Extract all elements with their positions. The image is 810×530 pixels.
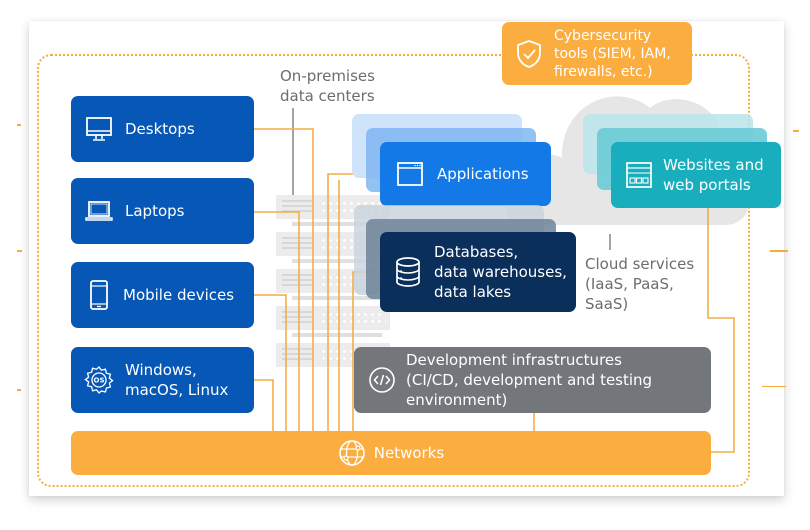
development-infrastructure-box[interactable]: Development infrastructures (CI/CD, deve… bbox=[354, 347, 711, 413]
endpoint-label: Laptops bbox=[125, 202, 185, 220]
databases-box[interactable]: Databases, data warehouses, data lakes bbox=[380, 232, 576, 312]
endpoint-label-line: Windows, bbox=[125, 361, 197, 379]
server-rack-divider bbox=[292, 296, 382, 300]
security-label-line: Cybersecurity bbox=[554, 27, 652, 44]
svg-text:OS: OS bbox=[94, 377, 105, 385]
on-premises-label-line: On-premises bbox=[280, 67, 375, 85]
decorative-tick bbox=[793, 130, 799, 132]
endpoint-mobile-devices[interactable]: Mobile devices bbox=[71, 262, 254, 328]
server-rack-divider bbox=[292, 259, 382, 263]
decorative-tick bbox=[770, 250, 788, 252]
endpoint-label-line: macOS, Linux bbox=[125, 381, 229, 399]
dev-infra-label-line: Development infrastructures bbox=[406, 351, 622, 369]
code-icon bbox=[369, 367, 395, 393]
cloud-label-line: (IaaS, PaaS, bbox=[585, 275, 674, 293]
connector-websites bbox=[707, 208, 735, 453]
globe-network-icon bbox=[338, 440, 365, 466]
connector-mobile bbox=[254, 294, 287, 432]
dev-infra-label-line: (CI/CD, development and testing bbox=[406, 371, 653, 389]
endpoint-operating-systems[interactable]: OS Windows, macOS, Linux bbox=[71, 347, 254, 413]
cloud-label-line: Cloud services bbox=[585, 255, 695, 273]
connector-desktops bbox=[254, 128, 314, 432]
networks-label: Networks bbox=[373, 444, 445, 462]
os-gear-icon: OS bbox=[84, 366, 114, 394]
cloud-services-label: Cloud services (IaaS, PaaS, SaaS) bbox=[585, 254, 694, 314]
security-label-line: tools (SIEM, IAM, bbox=[554, 45, 671, 62]
connector-os bbox=[254, 379, 274, 432]
connector-laptops bbox=[254, 211, 300, 432]
databases-label-line: data lakes bbox=[434, 283, 512, 301]
server-rack-divider bbox=[292, 222, 382, 226]
networks-bar[interactable]: Networks bbox=[71, 431, 711, 475]
dev-infra-label-line: environment) bbox=[406, 391, 508, 409]
security-label-line: firewalls, etc.) bbox=[554, 63, 653, 80]
decorative-tick bbox=[17, 389, 21, 391]
applications-label: Applications bbox=[437, 165, 529, 183]
endpoint-desktops[interactable]: Desktops bbox=[71, 96, 254, 162]
cloud-label-line: SaaS) bbox=[585, 295, 629, 313]
organization-boundary-dotted-frame bbox=[37, 54, 750, 487]
server-rack-divider bbox=[292, 333, 382, 337]
endpoint-label: Desktops bbox=[125, 120, 195, 138]
databases-label-line: data warehouses, bbox=[434, 263, 567, 281]
mobile-phone-icon bbox=[90, 280, 108, 310]
decorative-tick bbox=[17, 124, 21, 126]
on-premises-label: On-premises data centers bbox=[280, 66, 375, 106]
decorative-tick bbox=[17, 250, 22, 252]
decorative-tick bbox=[762, 386, 786, 387]
databases-label-line: Databases, bbox=[434, 243, 519, 261]
desktop-monitor-icon bbox=[86, 117, 112, 141]
websites-box[interactable]: Websites and web portals bbox=[611, 142, 781, 208]
on-premises-label-line: data centers bbox=[280, 87, 375, 105]
laptop-icon bbox=[85, 201, 113, 221]
applications-box[interactable]: Applications bbox=[380, 142, 551, 206]
endpoint-laptops[interactable]: Laptops bbox=[71, 178, 254, 244]
web-page-icon bbox=[626, 162, 652, 188]
shield-check-icon bbox=[517, 39, 541, 68]
cybersecurity-tools-box[interactable]: Cybersecurity tools (SIEM, IAM, firewall… bbox=[502, 22, 692, 85]
browser-window-icon bbox=[397, 162, 423, 186]
websites-label-line: Websites and bbox=[663, 156, 764, 174]
database-icon bbox=[396, 257, 420, 287]
websites-label-line: web portals bbox=[663, 176, 751, 194]
endpoint-label: Mobile devices bbox=[123, 286, 235, 304]
